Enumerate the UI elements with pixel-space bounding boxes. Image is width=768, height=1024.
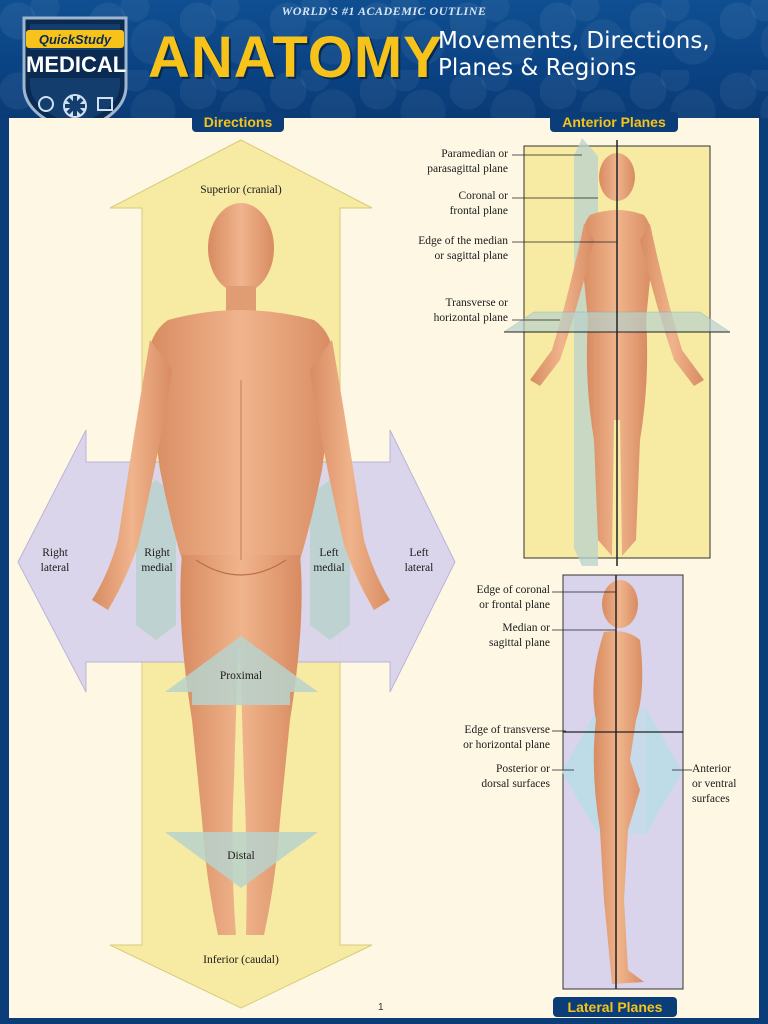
tab-directions: Directions — [192, 112, 284, 132]
label-paramedian-2: parasagittal plane — [427, 163, 508, 175]
label-median-2: sagittal plane — [489, 637, 550, 649]
label-coronal: Coronal or frontal plane — [380, 189, 508, 219]
label-inferior: Inferior (caudal) — [203, 954, 279, 966]
tagline: WORLD'S #1 ACADEMIC OUTLINE — [281, 4, 487, 18]
label-right-medial: Right medial — [126, 546, 188, 576]
label-left-medial-2: medial — [313, 562, 345, 574]
label-right-medial-2: medial — [141, 562, 173, 574]
label-coronal-1: Coronal or — [458, 190, 508, 202]
label-posterior: Posterior or dorsal surfaces — [420, 762, 550, 792]
subtitle-line-2: Planes & Regions — [438, 55, 637, 81]
page-number: 1 — [378, 1002, 384, 1013]
logo-category: MEDICAL — [26, 52, 127, 77]
header-banner: WORLD'S #1 ACADEMIC OUTLINE ANATOMY Move… — [0, 0, 768, 118]
tab-lateral-planes: Lateral Planes — [553, 997, 677, 1017]
anterior-small-figure — [530, 153, 704, 556]
distal-arrow — [165, 832, 318, 888]
label-anterior-1: Anterior — [692, 763, 731, 775]
label-right-lateral-1: Right — [42, 547, 68, 559]
label-anterior-3: surfaces — [692, 793, 730, 805]
label-proximal: Proximal — [219, 670, 263, 682]
quickstudy-medical-logo: QuickStudy MEDICAL — [16, 8, 134, 134]
label-posterior-2: dorsal surfaces — [481, 778, 550, 790]
label-right-medial-1: Right — [144, 547, 170, 559]
label-anterior-surfaces: Anterior or ventral surfaces — [692, 762, 756, 807]
label-transverse-edge: Edge of transverse or horizontal plane — [420, 723, 550, 753]
label-median-1: Median or — [502, 622, 550, 634]
label-left-lateral-2: lateral — [404, 562, 434, 574]
label-paramedian: Paramedian or parasagittal plane — [380, 147, 508, 177]
label-median-edge-1: Edge of the median — [418, 235, 508, 247]
label-transverse-edge-2: or horizontal plane — [463, 739, 550, 751]
label-median-edge: Edge of the median or sagittal plane — [380, 234, 508, 264]
banner-pattern — [0, 0, 768, 118]
logo-brand: QuickStudy — [38, 32, 112, 47]
label-coronal-2: frontal plane — [449, 205, 508, 217]
tab-anterior-planes: Anterior Planes — [550, 112, 678, 132]
label-right-lateral: Right lateral — [20, 546, 90, 576]
lateral-surface-arrows — [562, 708, 682, 834]
label-coronal-edge: Edge of coronal or frontal plane — [420, 583, 550, 613]
label-superior: Superior (cranial) — [200, 184, 282, 196]
label-transverse-1: Transverse or — [445, 297, 509, 309]
page-subtitle: Movements, Directions, Planes & Regions — [438, 28, 758, 82]
right-medial-arrow — [136, 480, 176, 640]
label-right-lateral-2: lateral — [40, 562, 70, 574]
label-median-edge-2: or sagittal plane — [434, 250, 508, 262]
proximal-arrow — [165, 636, 318, 705]
label-anterior-2: or ventral — [692, 778, 737, 790]
label-distal: Distal — [227, 850, 255, 862]
label-coronal-edge-1: Edge of coronal — [476, 584, 550, 596]
label-paramedian-1: Paramedian or — [441, 148, 508, 160]
label-left-lateral-1: Left — [409, 547, 429, 559]
label-transverse-edge-1: Edge of transverse — [464, 724, 550, 736]
label-left-medial-1: Left — [319, 547, 339, 559]
label-median-sagittal: Median or sagittal plane — [420, 621, 550, 651]
label-left-lateral: Left lateral — [384, 546, 454, 576]
label-posterior-1: Posterior or — [496, 763, 550, 775]
label-transverse: Transverse or horizontal plane — [380, 296, 508, 326]
page-title: ANATOMY — [148, 25, 443, 90]
label-transverse-2: horizontal plane — [433, 312, 508, 324]
label-left-medial: Left medial — [298, 546, 360, 576]
subtitle-line-1: Movements, Directions, — [438, 28, 710, 54]
label-coronal-edge-2: or frontal plane — [479, 599, 550, 611]
